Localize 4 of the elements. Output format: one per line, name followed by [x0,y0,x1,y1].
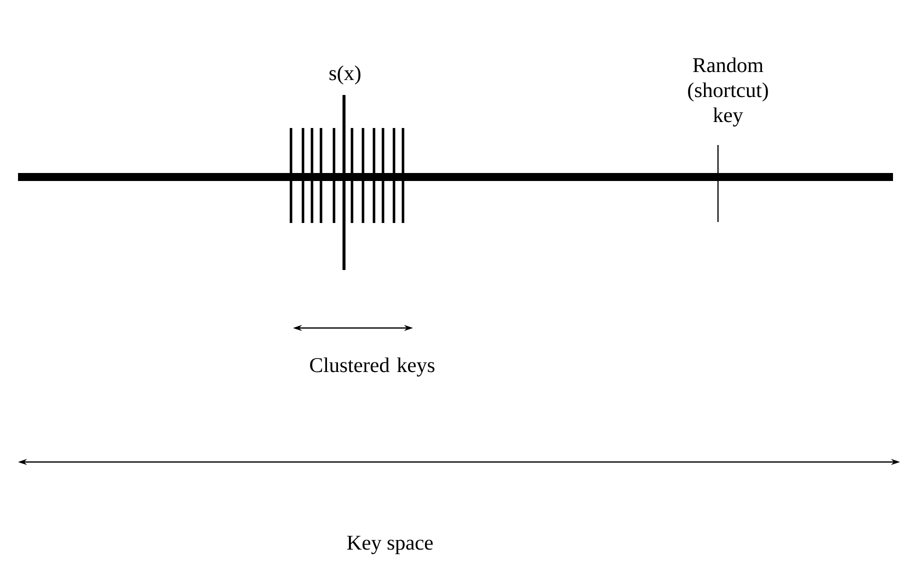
label-text: Key space [347,536,433,554]
label-text: Clustered keys [310,357,434,377]
label-text: Random (shortcut) key [688,57,768,127]
label-text: s(x) [330,65,360,85]
